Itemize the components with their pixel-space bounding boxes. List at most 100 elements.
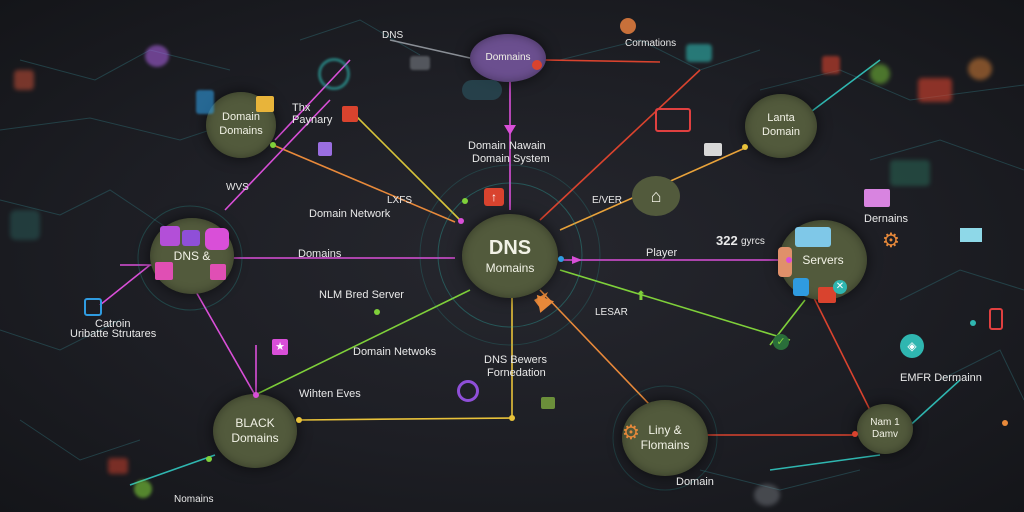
link-dot	[206, 456, 212, 462]
node-domnains-top[interactable]: Domnains	[470, 34, 546, 82]
blurred-icon	[196, 90, 214, 114]
background-mesh	[0, 19, 1024, 491]
link-dot	[509, 415, 515, 421]
label-fornedation: Fornedation	[487, 367, 546, 379]
link-dot	[462, 198, 468, 204]
link-dot	[742, 144, 748, 150]
label-thx: Thx	[292, 102, 311, 114]
node-lanta-line1: Lanta	[767, 112, 795, 125]
node-nam-line1: Nam 1	[870, 416, 900, 428]
monitor-icon	[655, 108, 691, 132]
link-dot	[458, 218, 464, 224]
label-domain-nawain: Domain Nawain	[468, 140, 546, 152]
blurred-icon	[14, 70, 34, 90]
teal-flag-icon	[960, 228, 982, 242]
puzzle-icon	[318, 142, 332, 156]
analytics-icon	[457, 380, 479, 402]
folder-icon	[818, 287, 836, 303]
blurred-icon	[822, 56, 840, 74]
node-domnains-label: Domnains	[485, 51, 531, 63]
node-dns-title: DNS	[488, 237, 532, 259]
pink-screen-icon	[864, 189, 890, 207]
blurred-icon	[108, 458, 128, 474]
blurred-icon	[686, 44, 712, 62]
star-badge-icon: ★	[272, 339, 288, 355]
node-black-line1: BLACK	[235, 416, 275, 430]
label-domain-network: Domain Network	[309, 208, 391, 220]
pink-square-icon-2	[210, 264, 226, 280]
link-dot	[270, 142, 276, 148]
person-icon	[778, 247, 792, 277]
node-dns-and-label: DNS &	[173, 248, 211, 263]
green-check-icon: ✓	[773, 334, 789, 350]
pink-node-icon	[205, 228, 229, 250]
email-icon	[704, 143, 722, 156]
blurred-icon	[145, 45, 169, 67]
diamond-badge-icon: ◈	[900, 334, 924, 358]
node-liny-line1: Liny &	[648, 423, 682, 437]
label-whiten-eves: Wihten Eves	[299, 388, 361, 400]
label-domain-netwoks: Domain Netwoks	[353, 346, 437, 358]
label-domains: Domains	[298, 248, 342, 260]
label-cormations: Cormations	[625, 38, 677, 49]
label-lxfs: LXFS	[387, 195, 413, 206]
link-dot	[786, 257, 792, 263]
label-player: Player	[646, 247, 678, 259]
blurred-icon	[318, 58, 350, 90]
label-gyrcs: gyrcs	[741, 236, 765, 247]
warning-up-arrow-icon: ↑	[484, 188, 504, 206]
blurred-icon	[410, 56, 430, 70]
node-liny-flomains[interactable]: Liny & Flomains	[622, 400, 708, 476]
link-dot	[1002, 420, 1008, 426]
node-domain-line2: Domains	[219, 125, 263, 137]
blurred-icon	[134, 480, 152, 498]
label-wvs: WVS	[226, 182, 249, 193]
label-uribatte: Uribatte Strutares	[70, 328, 157, 340]
node-dns-center[interactable]: DNS Momains	[462, 214, 558, 298]
node-nam-line2: Damv	[871, 429, 899, 440]
blurred-icon	[968, 58, 992, 80]
gear-icon: ⚙	[882, 230, 900, 252]
purple-cube-icon-2	[182, 230, 200, 246]
link-dot	[558, 256, 564, 262]
label-dns-top: DNS	[382, 30, 404, 41]
up-arrow-icon: ⬆	[635, 288, 647, 303]
node-black-domains[interactable]: BLACK Domains	[213, 394, 297, 468]
blurred-icon	[754, 484, 780, 506]
label-paynary: Paynary	[292, 114, 333, 126]
label-dns-bewers: DNS Bewers	[484, 354, 547, 366]
blue-app-icon	[793, 278, 809, 296]
label-emfr: EMFR Dermainn	[900, 372, 982, 384]
close-x-icon: ✕	[833, 280, 847, 294]
red-dot-icon	[532, 60, 542, 70]
purple-cube-icon	[160, 226, 180, 246]
label-catroin: Catroin	[95, 318, 131, 330]
bank-icon: ⌂	[632, 176, 680, 216]
label-lesar: LESAR	[595, 307, 628, 318]
blurred-icon	[890, 160, 930, 186]
colorful-tile-icon	[256, 96, 274, 112]
node-dns-subtitle: Momains	[485, 261, 535, 275]
link-dot	[970, 320, 976, 326]
link-dot	[374, 309, 380, 315]
link-dot	[296, 417, 302, 423]
label-dernains: Dernains	[864, 213, 909, 225]
node-black-line2: Domains	[231, 431, 279, 445]
label-nlm-server: NLM Bred Server	[319, 289, 404, 301]
node-lanta-domain[interactable]: Lanta Domain	[745, 94, 817, 158]
blurred-icon	[918, 78, 952, 102]
small-avatar-icon	[620, 18, 636, 34]
gear-icon-orange: ⚙	[622, 422, 640, 444]
server-panel-icon	[795, 227, 831, 247]
small-tag-icon	[541, 397, 555, 409]
node-liny-line2: Flomains	[640, 438, 690, 452]
phone-icon	[989, 308, 1003, 330]
pink-square-icon	[155, 262, 173, 280]
cloud-icon	[462, 80, 502, 100]
label-domain-bottom: Domain	[676, 476, 714, 488]
label-domain-system: Domain System	[472, 153, 550, 165]
label-count: 322	[716, 233, 738, 248]
node-nam-damv[interactable]: Nam 1 Damv	[857, 404, 913, 454]
